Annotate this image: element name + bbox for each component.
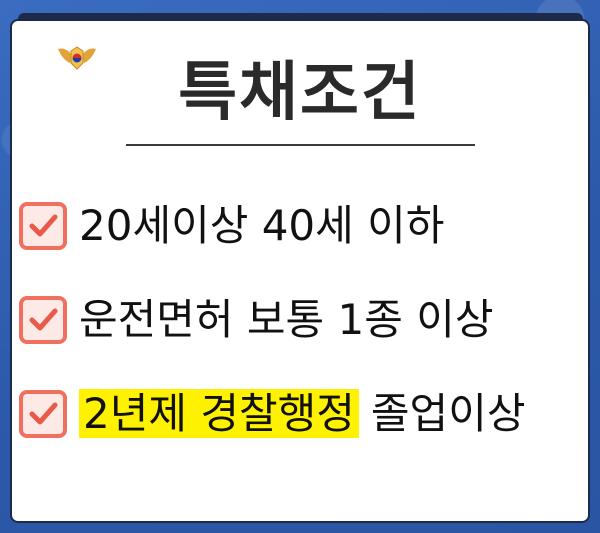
- card-top-edge: [18, 13, 583, 23]
- condition-license: 운전면허 보통 1종 이상: [79, 295, 494, 344]
- check-icon: [29, 308, 58, 331]
- list-item: 20세이상 40세 이하: [19, 198, 444, 254]
- check-icon: [29, 214, 58, 237]
- title-divider: [126, 144, 475, 146]
- checkbox-checked: [19, 296, 67, 344]
- checkbox-checked: [19, 390, 67, 438]
- condition-education-rest: 졸업이상: [370, 389, 526, 438]
- page-title: 특채조건: [178, 56, 422, 130]
- police-emblem-icon: [58, 46, 96, 70]
- info-card: [10, 19, 590, 523]
- condition-age: 20세이상 40세 이하: [79, 201, 445, 250]
- check-icon: [29, 402, 58, 425]
- list-item: 운전면허 보통 1종 이상: [19, 292, 494, 348]
- checkbox-checked: [19, 202, 67, 250]
- highlighted-text: 2년제 경찰행정: [79, 389, 359, 438]
